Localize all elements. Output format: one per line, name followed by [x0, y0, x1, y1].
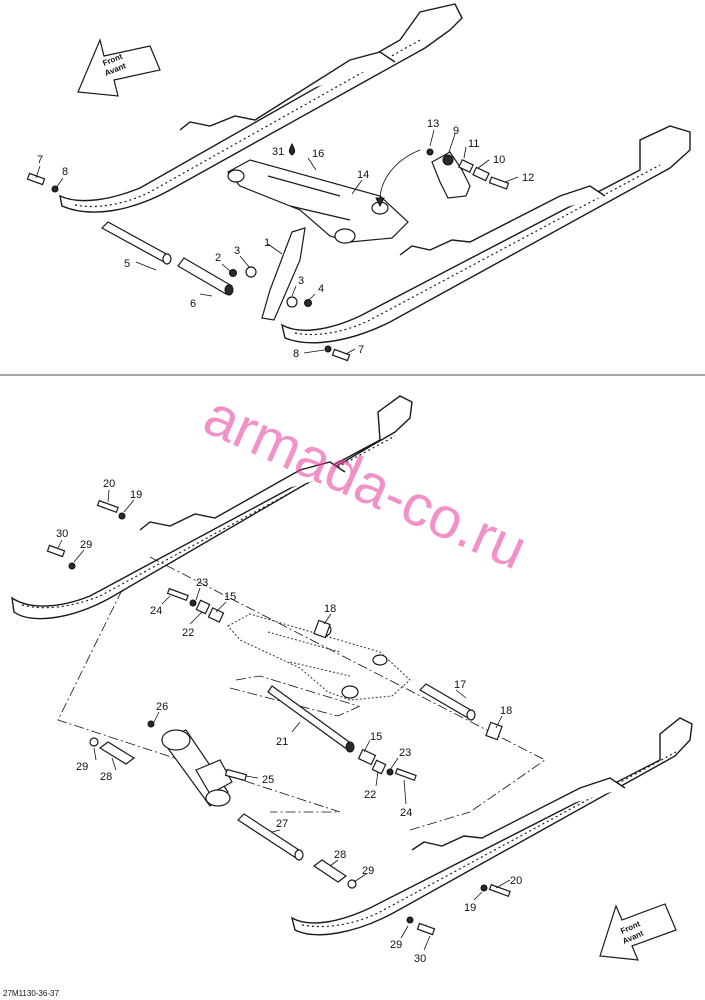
callout-top-10: 10 [493, 154, 505, 166]
callout-bottom-28a: 28 [100, 771, 112, 783]
front-arrow-bottom: Front Avant [599, 903, 677, 961]
callout-bottom-20b: 20 [510, 875, 522, 887]
callout-top-8a: 8 [62, 166, 68, 178]
part-17-shaft [419, 683, 476, 721]
part-27-tube [237, 813, 304, 861]
callout-bottom-15a: 15 [224, 591, 236, 603]
callout-top-11: 11 [468, 138, 479, 150]
oil-drop-icon [288, 142, 296, 156]
callout-bottom-24b: 24 [400, 807, 412, 819]
callout-top-7a: 7 [37, 154, 43, 166]
callout-bottom-29c: 29 [362, 865, 374, 877]
front-arrow-top: Front Avant [77, 38, 161, 97]
callout-top-8b: 8 [293, 348, 299, 360]
callout-top-13: 13 [427, 118, 439, 130]
callout-bottom-19a: 19 [130, 489, 142, 501]
bushings-bottom [166, 587, 503, 782]
callout-bottom-30b: 30 [414, 953, 426, 965]
callout-top-5: 5 [124, 258, 130, 270]
callout-bottom-17: 17 [454, 679, 466, 691]
watermark-text: armada-co.ru [195, 382, 537, 582]
callout-top-9: 9 [453, 125, 459, 137]
callout-top-14: 14 [357, 169, 369, 181]
callout-bottom-27: 27 [276, 818, 288, 830]
callout-bottom-24a: 24 [150, 605, 162, 617]
callout-bottom-29b: 29 [76, 761, 88, 773]
callout-bottom-23b: 23 [399, 747, 411, 759]
top-callouts: 7 8 5 6 1 2 3 3 4 8 7 31 16 14 13 9 11 1… [37, 118, 534, 360]
part-9-bracket [375, 148, 510, 208]
callout-bottom-22a: 22 [182, 627, 194, 639]
callout-bottom-26: 26 [156, 701, 168, 713]
callout-top-2: 2 [215, 252, 221, 264]
callout-top-3b: 3 [298, 275, 304, 287]
callout-bottom-25: 25 [262, 774, 274, 786]
callout-bottom-18b: 18 [500, 705, 512, 717]
shock-absorber [147, 720, 248, 807]
callout-bottom-29a: 29 [80, 539, 92, 551]
callout-top-31: 31 [272, 146, 284, 158]
callout-top-4: 4 [318, 283, 324, 295]
part-14-suspension-arm [227, 159, 409, 244]
top-leaders [35, 129, 519, 355]
callout-bottom-21: 21 [276, 736, 288, 748]
bottom-right-rail [290, 717, 693, 936]
construction-lines [57, 556, 546, 831]
callout-top-6: 6 [190, 298, 196, 310]
callout-bottom-30a: 30 [56, 528, 68, 540]
callout-top-16: 16 [312, 148, 324, 160]
callout-top-3a: 3 [234, 245, 240, 257]
part-21-shaft [267, 685, 355, 753]
bottom-callouts: 20 19 30 29 24 23 22 15 18 17 21 15 23 2… [56, 478, 522, 965]
part-28-tubes [46, 499, 511, 936]
callout-bottom-15b: 15 [370, 731, 382, 743]
bottom-leaders [57, 489, 511, 951]
callout-bottom-23a: 23 [196, 577, 208, 589]
callout-bottom-28b: 28 [334, 849, 346, 861]
callout-bottom-18a: 18 [324, 603, 336, 615]
hardware-top [26, 172, 351, 362]
callout-bottom-20a: 20 [103, 478, 115, 490]
part-1-arm [261, 227, 306, 321]
part-6-tube [177, 257, 234, 296]
bottom-left-rail [11, 395, 413, 620]
callout-top-12: 12 [522, 172, 534, 184]
callout-top-7b: 7 [358, 344, 364, 356]
callout-bottom-22b: 22 [364, 789, 376, 801]
drawing-code: 27M1130-36-37 [3, 989, 59, 998]
callout-bottom-19b: 19 [464, 902, 476, 914]
callout-bottom-29d: 29 [390, 939, 402, 951]
callout-top-1: 1 [264, 237, 270, 249]
top-right-rail [280, 125, 691, 344]
part-5-tube [101, 221, 172, 265]
top-left-rail [59, 3, 463, 213]
